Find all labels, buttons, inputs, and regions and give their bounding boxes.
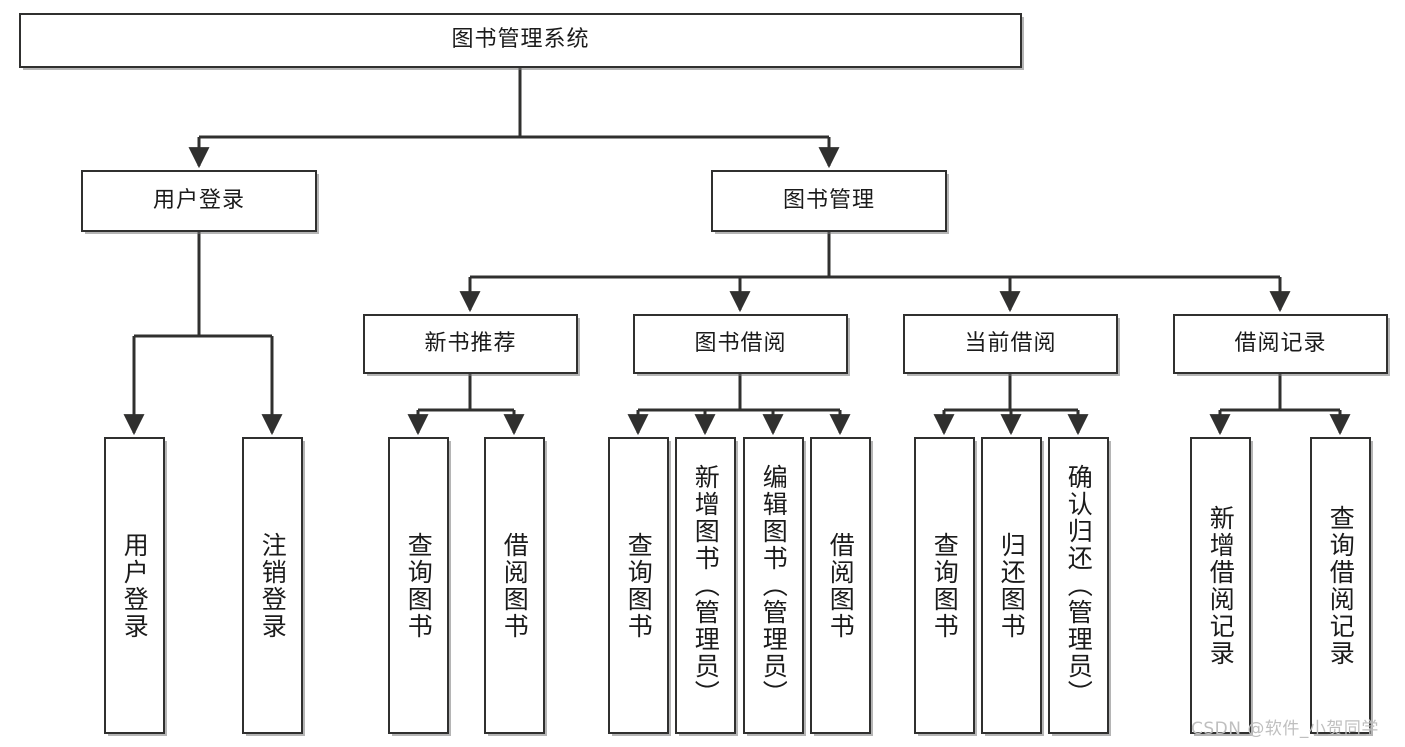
node-book-management[interactable]: 图书管理 xyxy=(711,170,947,232)
node-borrow-records[interactable]: 借阅记录 xyxy=(1173,314,1388,374)
leaf-label: 新增图书（管理员） xyxy=(691,464,721,707)
leaf-query-books-borrow[interactable]: 查询图书 xyxy=(608,437,669,734)
node-root-label: 图书管理系统 xyxy=(451,27,590,53)
leaf-borrow-books-new[interactable]: 借阅图书 xyxy=(484,437,545,734)
leaf-query-books-new[interactable]: 查询图书 xyxy=(388,437,449,734)
node-current-borrow[interactable]: 当前借阅 xyxy=(903,314,1118,374)
node-book-borrow[interactable]: 图书借阅 xyxy=(633,314,848,374)
node-user-login[interactable]: 用户登录 xyxy=(81,170,317,232)
node-root[interactable]: 图书管理系统 xyxy=(19,13,1022,68)
leaf-borrow-books[interactable]: 借阅图书 xyxy=(810,437,871,734)
node-current-borrow-label: 当前借阅 xyxy=(964,330,1057,356)
leaf-label: 确认归还（管理员） xyxy=(1064,464,1094,707)
leaf-label: 借阅图书 xyxy=(826,531,856,640)
leaf-label: 查询图书 xyxy=(624,531,654,640)
leaf-user-login[interactable]: 用户登录 xyxy=(104,437,165,734)
node-new-book-recommend[interactable]: 新书推荐 xyxy=(363,314,578,374)
leaf-label: 查询借阅记录 xyxy=(1326,504,1356,667)
leaf-query-borrow-record[interactable]: 查询借阅记录 xyxy=(1310,437,1371,734)
leaf-add-book-admin[interactable]: 新增图书（管理员） xyxy=(675,437,736,734)
leaf-add-borrow-record[interactable]: 新增借阅记录 xyxy=(1190,437,1251,734)
node-user-login-label: 用户登录 xyxy=(152,187,245,213)
node-borrow-records-label: 借阅记录 xyxy=(1234,330,1327,356)
leaf-return-books[interactable]: 归还图书 xyxy=(981,437,1042,734)
leaf-label: 用户登录 xyxy=(120,531,150,640)
leaf-label: 借阅图书 xyxy=(500,531,530,640)
leaf-label: 查询图书 xyxy=(930,531,960,640)
leaf-edit-book-admin[interactable]: 编辑图书（管理员） xyxy=(743,437,804,734)
leaf-confirm-return-admin[interactable]: 确认归还（管理员） xyxy=(1048,437,1109,734)
leaf-label: 编辑图书（管理员） xyxy=(759,464,789,707)
leaf-label: 归还图书 xyxy=(997,531,1027,640)
node-new-book-recommend-label: 新书推荐 xyxy=(424,330,517,356)
node-book-management-label: 图书管理 xyxy=(782,187,875,213)
leaf-label: 注销登录 xyxy=(258,531,288,640)
node-book-borrow-label: 图书借阅 xyxy=(694,330,787,356)
leaf-label: 查询图书 xyxy=(404,531,434,640)
leaf-query-books-current[interactable]: 查询图书 xyxy=(914,437,975,734)
leaf-label: 新增借阅记录 xyxy=(1206,504,1236,667)
csdn-watermark: CSDN @软件_小贺同学 xyxy=(1191,719,1379,739)
leaf-logout[interactable]: 注销登录 xyxy=(242,437,303,734)
